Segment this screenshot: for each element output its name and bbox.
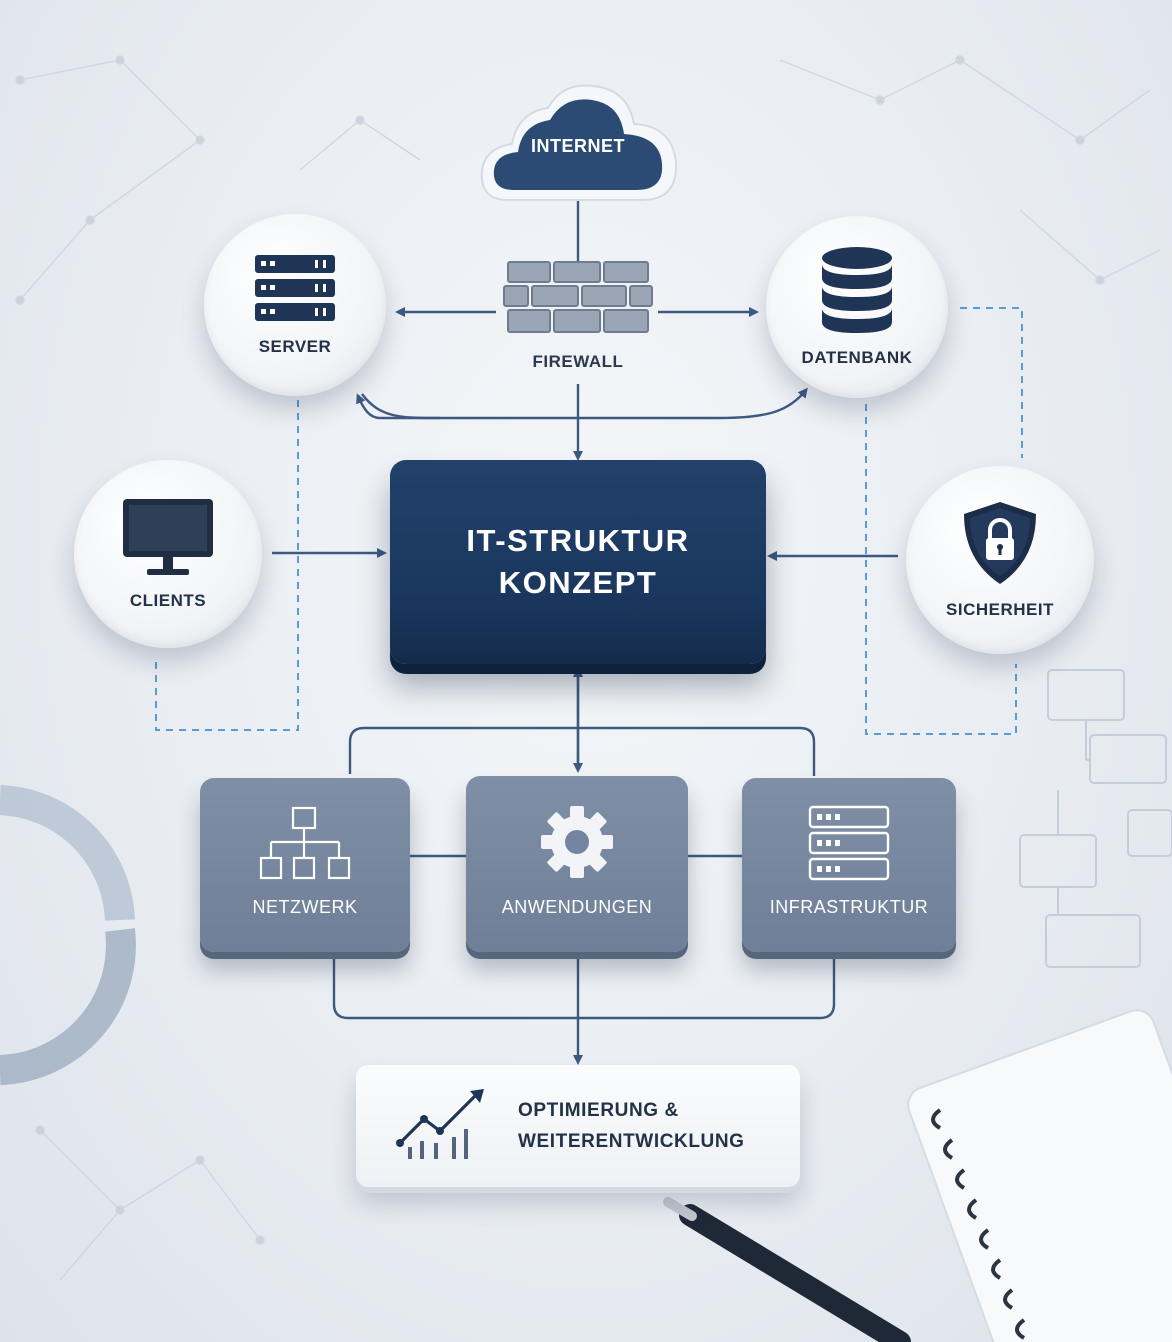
server-node[interactable]: SERVER [204, 214, 386, 396]
shield-lock-icon [960, 500, 1040, 586]
infrastruktur-node[interactable]: INFRASTRUKTUR [742, 778, 956, 952]
center-title-line2: KONZEPT [498, 565, 658, 600]
database-icon [820, 246, 894, 334]
clients-node[interactable]: CLIENTS [74, 460, 262, 648]
netzwerk-node[interactable]: NETZWERK [200, 778, 410, 952]
growth-chart-icon [394, 1085, 490, 1165]
optimierung-line2: WEITERENTWICKLUNG [518, 1131, 745, 1152]
firewall-icon [503, 261, 653, 333]
sicherheit-label: SICHERHEIT [946, 600, 1054, 619]
optimierung-line1: OPTIMIERUNG & [518, 1100, 679, 1121]
internet-label: INTERNET [531, 136, 625, 156]
anwendungen-label: ANWENDUNGEN [501, 897, 653, 917]
firewall-label: FIREWALL [532, 352, 624, 371]
center-title-line1: IT-STRUKTUR [466, 523, 690, 558]
network-tree-icon [257, 804, 353, 884]
cloud-icon [480, 84, 678, 201]
optimierung-node[interactable]: OPTIMIERUNG & WEITERENTWICKLUNG [356, 1065, 800, 1187]
monitor-icon [121, 497, 215, 577]
datenbank-label: DATENBANK [801, 348, 913, 367]
sicherheit-node[interactable]: SICHERHEIT [906, 466, 1094, 654]
server-rack-icon [253, 253, 337, 323]
netzwerk-label: NETZWERK [252, 897, 358, 917]
server-rack-icon [807, 804, 891, 882]
datenbank-node[interactable]: DATENBANK [766, 216, 948, 398]
clients-label: CLIENTS [129, 591, 207, 610]
server-label: SERVER [258, 337, 332, 356]
firewall-node[interactable] [500, 258, 656, 378]
infrastruktur-label: INFRASTRUKTUR [769, 897, 929, 917]
anwendungen-node[interactable]: ANWENDUNGEN [466, 776, 688, 952]
it-struktur-konzept-node[interactable]: IT-STRUKTUR KONZEPT [390, 460, 766, 664]
gear-icon [537, 802, 617, 882]
